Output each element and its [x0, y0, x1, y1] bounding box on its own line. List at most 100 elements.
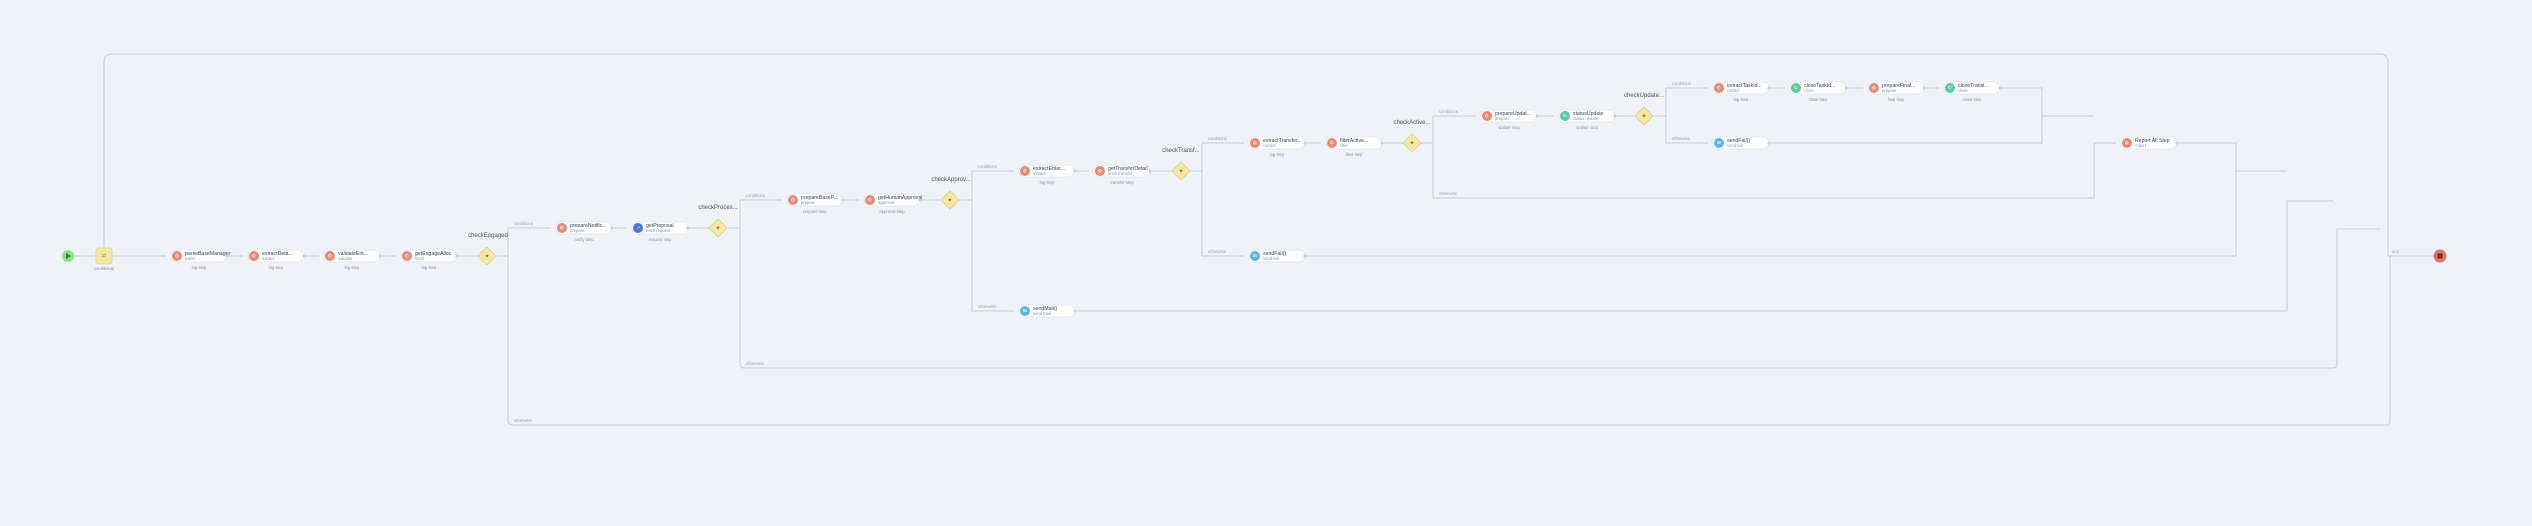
task-subtitle: extract — [1263, 143, 1276, 148]
port-handle[interactable] — [1998, 86, 2002, 90]
task-title: prepareNotific... — [570, 223, 607, 229]
loop-icon — [95, 247, 113, 265]
edge-labels-layer: conditionsotherwiseconditionsotherwiseco… — [514, 81, 2400, 423]
loop-node[interactable]: ⇄conditional — [94, 247, 114, 271]
gateway-node[interactable]: ✦checkApprov... — [931, 177, 971, 210]
gateway-diamond — [1634, 106, 1654, 126]
port-handle[interactable] — [1922, 86, 1926, 90]
task-caption: filter step — [1346, 152, 1364, 157]
port-handle[interactable] — [1844, 86, 1848, 90]
port-handle[interactable] — [1613, 114, 1617, 118]
edge-g2-no — [739, 228, 2380, 369]
port-handle[interactable] — [1073, 169, 1077, 173]
task-node[interactable]: ✉sendFail()send fail — [1712, 136, 1771, 150]
task-subtitle: validate — [338, 256, 353, 261]
task-glyph: ⚙ — [328, 253, 333, 259]
gateway-node[interactable]: ✦checkUpdate... — [1624, 93, 1664, 126]
edge-label: end — [2392, 249, 2400, 254]
gateway-icon: ✦ — [1178, 168, 1183, 175]
gateway-node[interactable]: ✦ checkTransf... — [1162, 148, 1200, 181]
task-caption: final step — [1888, 97, 1905, 102]
task-caption: update step — [1498, 125, 1521, 130]
gateway-node[interactable]: ✦checkActive... — [1393, 120, 1431, 153]
task-glyph: ↻ — [1794, 85, 1798, 91]
task-subtitle: fetch request — [646, 228, 671, 233]
port-handle[interactable] — [1767, 141, 1771, 145]
gateway-label: checkTransf... — [1162, 148, 1200, 154]
port-handle[interactable] — [841, 198, 845, 202]
gateway-diamond — [1402, 133, 1422, 153]
port-handle[interactable] — [2175, 141, 2179, 145]
port-handle[interactable] — [455, 254, 459, 258]
task-caption: log step — [192, 265, 207, 270]
edge-label: otherwise — [1208, 249, 1227, 254]
port-handle[interactable] — [302, 254, 306, 258]
port-handle[interactable] — [918, 198, 922, 202]
port-handle[interactable] — [610, 226, 614, 230]
gear-icon — [325, 251, 335, 261]
task-title: getEngageAlloc — [415, 251, 452, 257]
gateway-label: checkProces... — [698, 205, 738, 211]
edge-label: conditions — [1208, 136, 1227, 141]
port-handle[interactable] — [1073, 309, 1077, 313]
task-subtitle: extract — [1033, 171, 1046, 176]
port-handle[interactable] — [1303, 141, 1307, 145]
task-glyph: ✉ — [1717, 140, 1722, 146]
gateway-label: checkUpdate... — [1624, 93, 1664, 99]
gateway-node[interactable]: ✦checkEngaged — [468, 233, 508, 266]
port-handle[interactable] — [378, 254, 382, 258]
gear-icon — [172, 251, 182, 261]
gateway-diamond — [940, 190, 960, 210]
task-title: sendFail() — [1263, 251, 1286, 257]
end-event[interactable] — [2433, 249, 2447, 263]
port-handle[interactable] — [1380, 141, 1384, 145]
task-glyph: ⚙ — [1098, 168, 1103, 174]
port-handle[interactable] — [1148, 169, 1152, 173]
gateway-node[interactable]: ✦checkProces... — [698, 205, 738, 238]
port-handle[interactable] — [1767, 86, 1771, 90]
task-node[interactable]: ✉sendFail()send fail — [1248, 249, 1307, 263]
edge-loop-back — [103, 53, 2433, 257]
loop-label: conditional — [94, 266, 114, 271]
task-caption: log step — [269, 265, 284, 270]
start-event[interactable] — [62, 250, 74, 262]
port-handle[interactable] — [225, 254, 229, 258]
task-node[interactable]: ✉sendMail()send mail — [1018, 304, 1077, 318]
gear-icon — [1020, 166, 1030, 176]
task-title: filterActive... — [1340, 138, 1368, 144]
gear-icon — [788, 195, 798, 205]
gear-icon — [557, 223, 567, 233]
task-title: sendMail() — [1033, 306, 1057, 312]
task-title: closeTransi... — [1958, 83, 1989, 89]
task-caption: log step — [422, 265, 437, 270]
port-handle[interactable] — [686, 226, 690, 230]
task-caption: transfer step — [1110, 180, 1134, 185]
task-title: extractTaskId... — [1727, 83, 1762, 89]
port-handle[interactable] — [1303, 254, 1307, 258]
gear-icon — [2122, 138, 2132, 148]
edges-layer — [74, 53, 2433, 426]
port-handle[interactable] — [1535, 114, 1539, 118]
task-title: closeTaskId... — [1804, 83, 1835, 89]
